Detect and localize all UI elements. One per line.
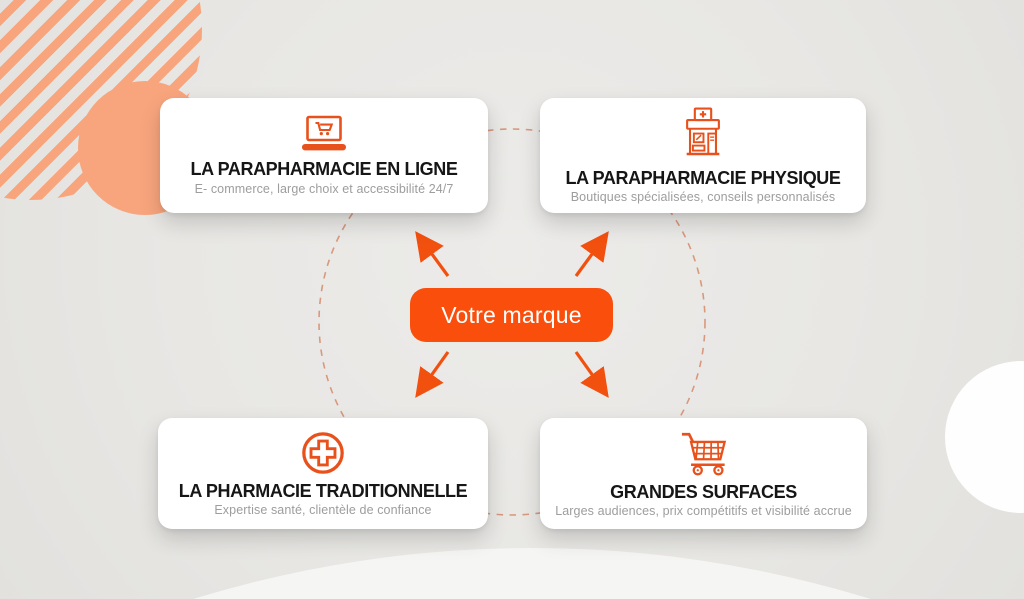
dashed-orbit-circle [318,128,706,516]
brand-pill-label: Votre marque [441,301,582,328]
shopping-cart-icon [678,429,730,477]
card-pharmacie-traditionnelle: LA PHARMACIE TRADITIONNELLE Expertise sa… [158,418,488,529]
arrow-bottom-right [574,351,609,398]
card-parapharmacie-physique: LA PARAPHARMACIE PHYSIQUE Boutiques spéc… [540,98,866,213]
card-title: LA PARAPHARMACIE EN LIGNE [190,159,458,180]
card-subtitle: Boutiques spécialisées, conseils personn… [570,190,836,205]
card-grandes-surfaces: GRANDES SURFACES Larges audiences, prix … [540,418,867,529]
medical-cross-icon [300,430,346,476]
card-title: LA PARAPHARMACIE PHYSIQUE [565,167,841,188]
card-title: LA PHARMACIE TRADITIONNELLE [178,480,468,501]
arrow-bottom-left [415,351,450,398]
brand-pill: Votre marque [410,288,613,342]
card-subtitle: Larges audiences, prix compétitifs et vi… [555,504,852,519]
arrow-top-right [574,231,609,277]
center-arrows [415,231,609,398]
card-subtitle: Expertise santé, clientèle de confiance [214,503,432,518]
card-parapharmacie-en-ligne: LA PARAPHARMACIE EN LIGNE E- commerce, l… [160,98,488,213]
pharmacy-storefront-icon [678,107,728,163]
card-title: GRANDES SURFACES [610,481,797,502]
card-subtitle: E- commerce, large choix et accessibilit… [194,181,454,196]
laptop-ecommerce-icon [300,115,348,154]
arrow-top-left [415,231,450,277]
